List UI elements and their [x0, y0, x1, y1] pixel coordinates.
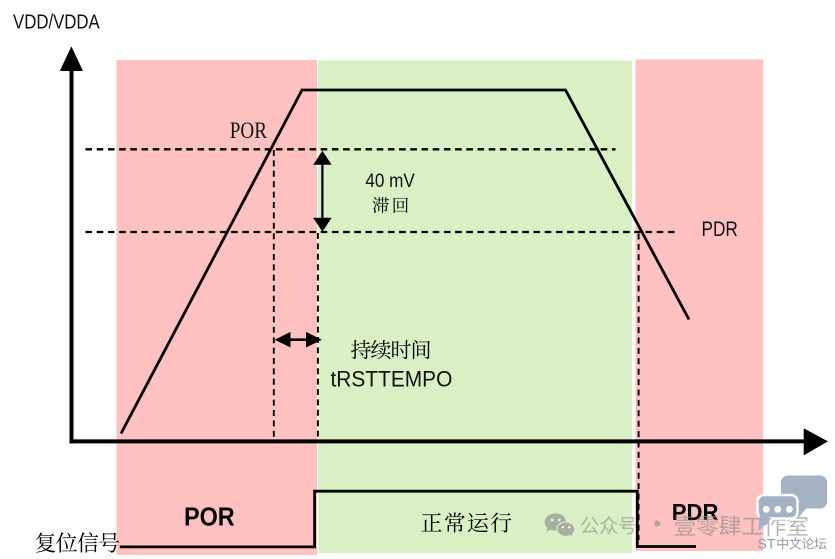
svg-text:POR: POR — [184, 504, 235, 532]
svg-text:tRSTTEMPO: tRSTTEMPO — [331, 367, 453, 392]
svg-text:VDD/VDDA: VDD/VDDA — [13, 10, 100, 33]
svg-text:ST: ST — [758, 536, 776, 552]
svg-text:40 mV: 40 mV — [365, 170, 414, 191]
svg-text:POR: POR — [230, 117, 268, 143]
svg-text:PDR: PDR — [702, 219, 738, 242]
